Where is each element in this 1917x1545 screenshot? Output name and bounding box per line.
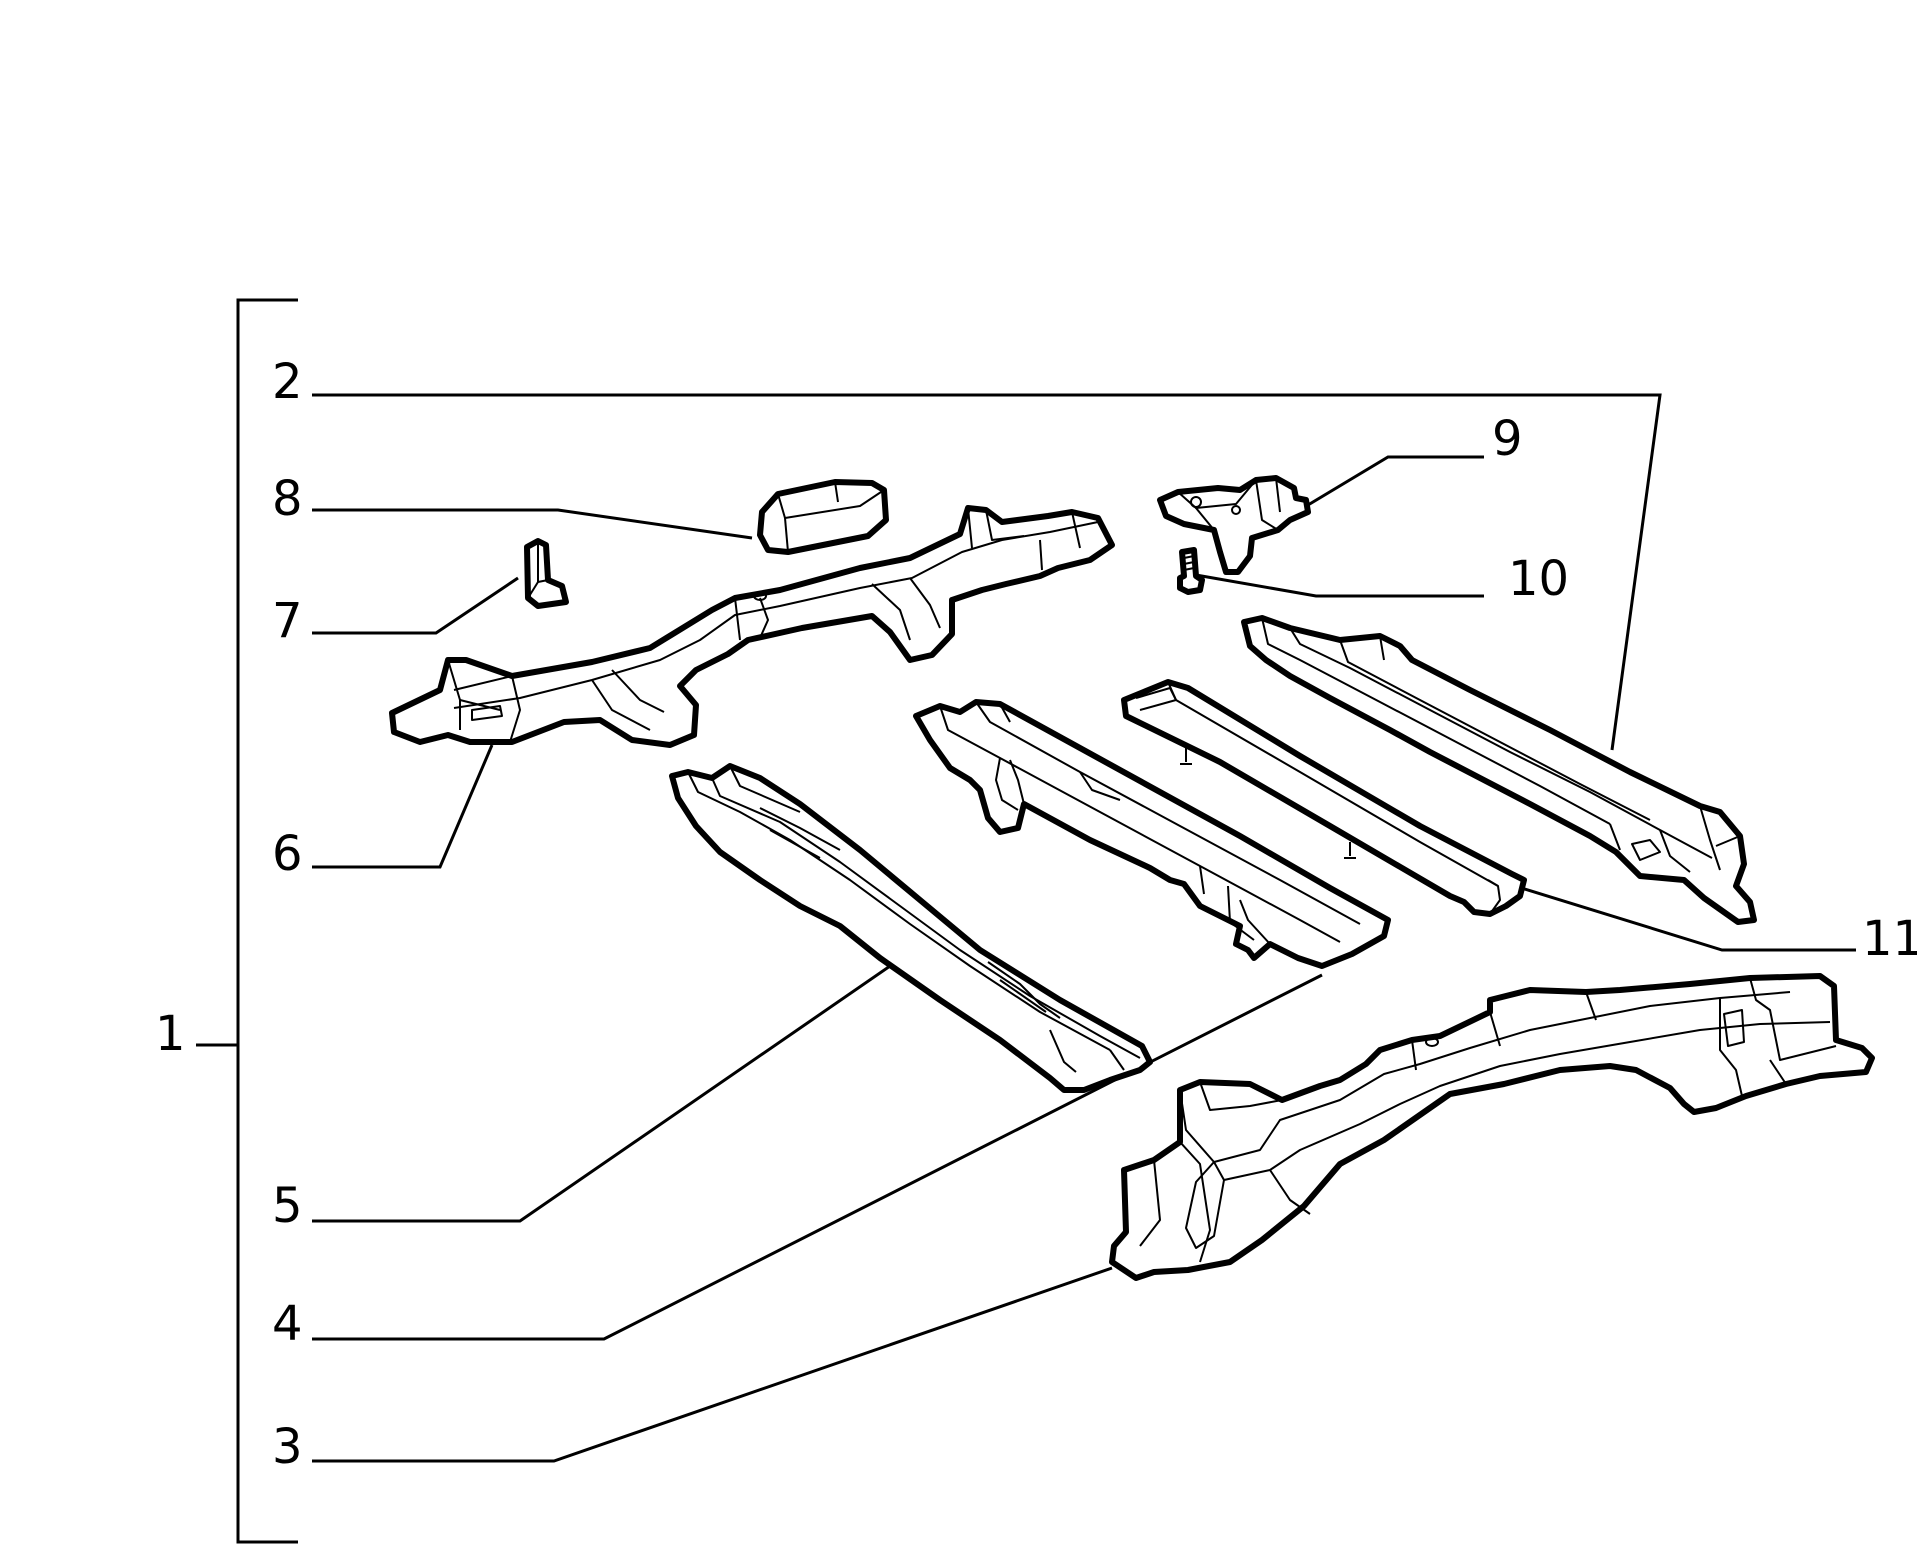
part-8-wedge-block: [757, 479, 889, 555]
leader-3: [312, 1266, 1113, 1463]
callout-8: 8: [272, 471, 303, 527]
leader-2: [312, 393, 1662, 751]
assembly-bracket: [196, 298, 298, 1544]
callout-10: 10: [1508, 551, 1569, 607]
part-9-bracket: [1157, 475, 1311, 575]
callout-7: 7: [272, 593, 303, 649]
callout-5: 5: [272, 1178, 303, 1234]
leader-5: [312, 940, 926, 1223]
part-4-middle-rail: [913, 699, 1391, 969]
leader-7: [312, 576, 519, 635]
callout-1: 1: [155, 1006, 186, 1062]
part-5-left-rail: [669, 763, 1153, 1093]
leader-lines: [312, 393, 1856, 1463]
callout-2: 2: [272, 354, 303, 410]
part-3-lower-cross-member: [1109, 973, 1875, 1281]
leader-4: [312, 973, 1323, 1341]
leader-6: [312, 744, 494, 869]
callout-9: 9: [1492, 411, 1523, 467]
part-2-long-rail: [1241, 615, 1757, 925]
callout-11: 11: [1862, 911, 1917, 967]
callout-3: 3: [272, 1419, 303, 1475]
callout-6: 6: [272, 826, 303, 882]
leader-9: [1307, 455, 1484, 507]
callout-4: 4: [272, 1296, 303, 1352]
leader-11: [1514, 884, 1856, 952]
part-10-bolt: [1177, 547, 1205, 595]
part-6-cross-member: [389, 505, 1115, 748]
part-7-bracket: [524, 538, 569, 609]
part-11-channel-rail: [1121, 679, 1527, 917]
leader-10: [1195, 573, 1484, 598]
leader-8: [312, 508, 753, 540]
